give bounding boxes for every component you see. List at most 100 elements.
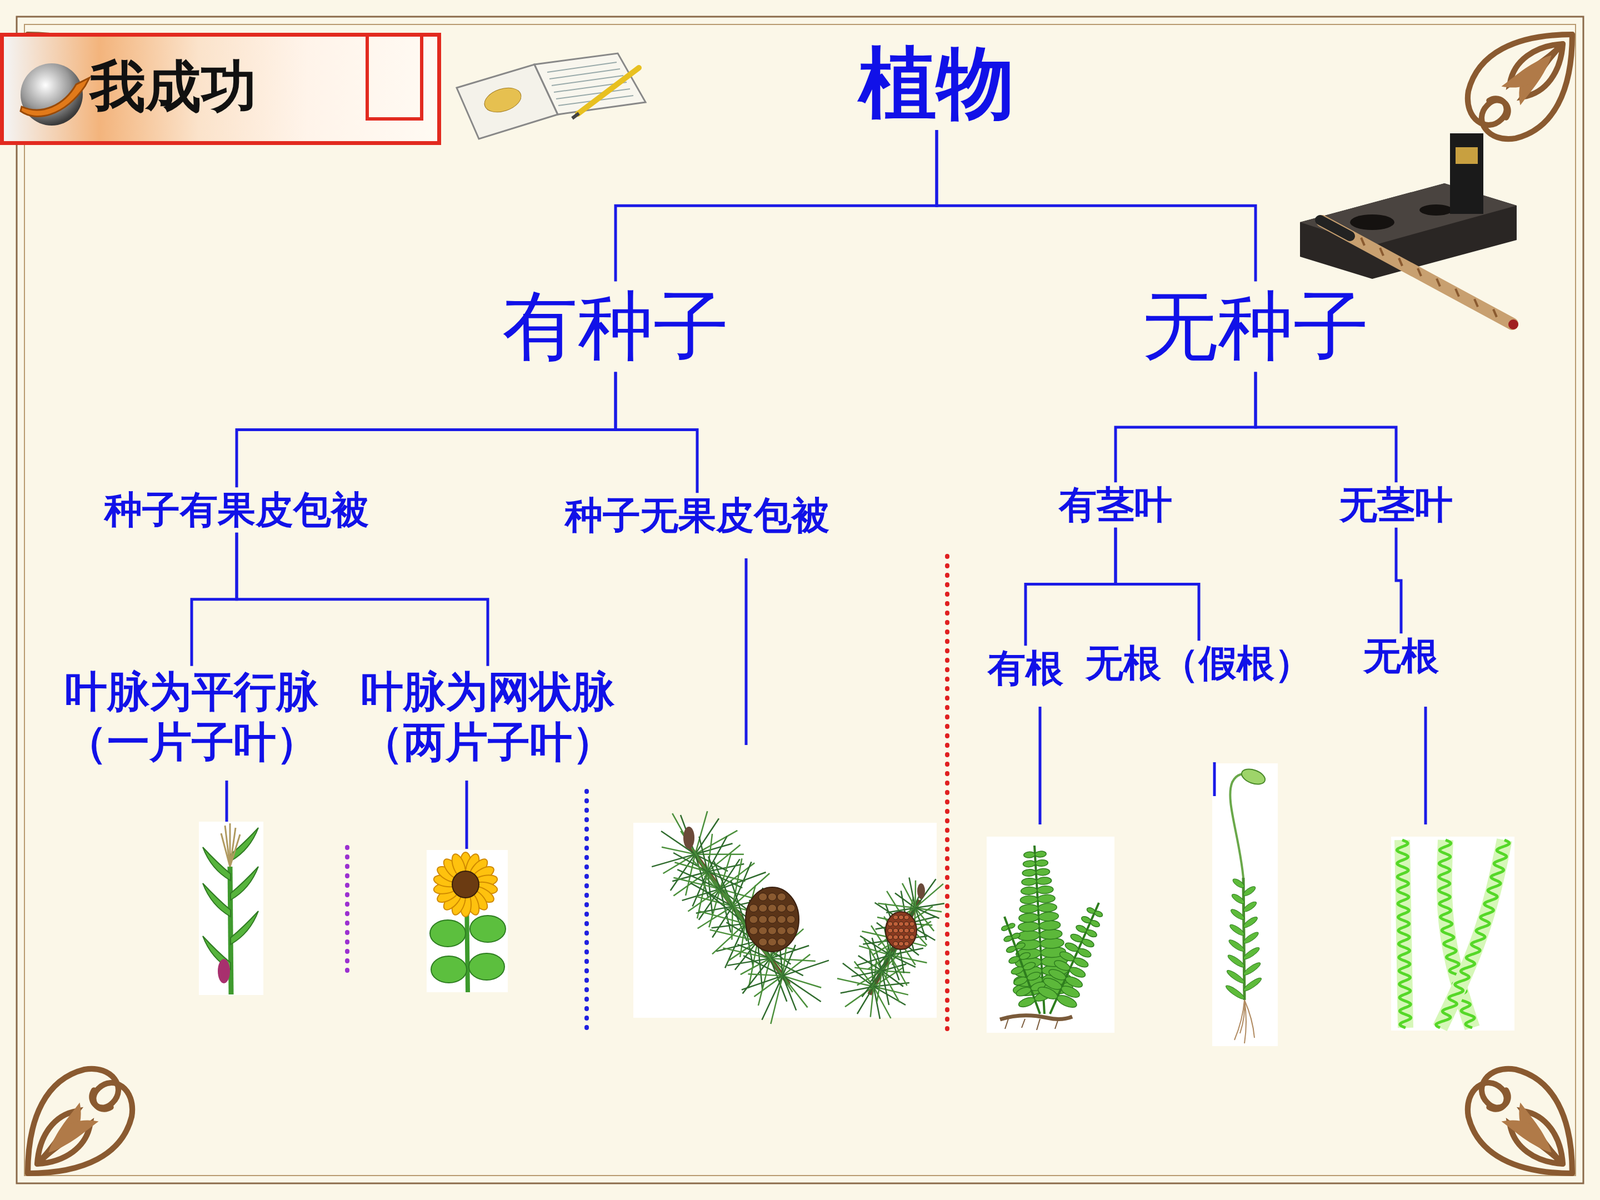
inkstone-top xyxy=(1300,183,1517,246)
fern-pinna xyxy=(1000,925,1009,932)
fern-pinna xyxy=(1015,941,1027,950)
moss-leaf xyxy=(1231,877,1246,890)
fern-pinna xyxy=(1058,950,1076,963)
fern-pinna xyxy=(1069,932,1084,944)
cone-scale xyxy=(767,938,777,947)
node-text: 无根 xyxy=(1363,633,1439,679)
fern-root xyxy=(1055,1018,1059,1029)
pine-needle xyxy=(915,907,927,940)
moss-rhizoid xyxy=(1234,1000,1245,1040)
moss-capsule xyxy=(1239,766,1268,788)
fern-pinna xyxy=(1015,985,1033,998)
moss-leaf xyxy=(1227,937,1246,953)
fern-pinna xyxy=(1021,877,1038,887)
tree-connector xyxy=(1115,372,1256,483)
ornament-leaf xyxy=(48,1120,99,1153)
cone-scale xyxy=(893,915,899,920)
fern-pinna xyxy=(1039,928,1063,940)
sunflower-picture xyxy=(430,852,506,993)
node-text: 叶脉为网状脉 （两片子叶） xyxy=(343,666,633,768)
brush-tip xyxy=(1320,220,1350,237)
pine-needle xyxy=(915,903,945,908)
cone-scale xyxy=(777,938,786,947)
corn-leaf xyxy=(230,911,259,945)
corn-leaf xyxy=(230,866,259,900)
cone-scale xyxy=(777,926,786,935)
tree-connector xyxy=(191,532,237,667)
cone-scale xyxy=(898,935,904,940)
corn-tassel xyxy=(221,833,230,867)
node-text: 植物 xyxy=(858,36,1015,130)
text-node: 有茎叶 xyxy=(1056,482,1175,528)
fern-pinna xyxy=(1010,965,1025,977)
pine-bud xyxy=(917,883,925,899)
pine-needle xyxy=(782,975,822,988)
pencil xyxy=(577,67,639,114)
node-text: 有根 xyxy=(987,645,1064,692)
dotted-separator xyxy=(945,556,950,1032)
pine-needle xyxy=(867,955,891,970)
cone-scale xyxy=(758,926,768,935)
pine-needle xyxy=(727,958,770,966)
pine-needle xyxy=(673,852,708,872)
pine-needle xyxy=(782,975,808,1008)
picture-ground xyxy=(633,822,937,1018)
leader-line xyxy=(745,558,748,745)
picture-ground xyxy=(426,850,508,993)
pine-needle xyxy=(892,939,899,965)
node-text: 有种子 xyxy=(502,281,729,372)
cone-scale xyxy=(758,904,768,913)
cone-scale xyxy=(893,921,899,927)
moss-rhizoid xyxy=(1240,1000,1245,1034)
corner-ornament xyxy=(1467,1068,1573,1174)
ornament-curl xyxy=(1481,34,1573,139)
moss-leaf xyxy=(1242,960,1262,977)
text-node: 无根 xyxy=(1361,633,1442,679)
brush-mark xyxy=(1436,278,1440,287)
moss-leaf xyxy=(1226,953,1247,969)
fern-pinna xyxy=(1020,886,1038,895)
text-node: 无根（假根） xyxy=(1083,640,1315,687)
moss-leaf xyxy=(1242,915,1259,929)
fern-pinna xyxy=(1022,868,1037,877)
cone-scale xyxy=(777,892,786,901)
brush-mark xyxy=(1398,258,1403,267)
fern-pinna xyxy=(1063,941,1080,953)
fern-pinna xyxy=(1080,915,1092,924)
text-node: 叶脉为网状脉 （两片子叶） xyxy=(341,666,635,768)
node-text: 种子无果皮包被 xyxy=(565,492,830,539)
node-text: 无种子 xyxy=(1142,281,1369,372)
fern-pinna xyxy=(1022,961,1037,972)
pine-needle xyxy=(672,871,708,882)
fern-pinna xyxy=(1012,975,1029,987)
node-text: 叶脉为平行脉 （一片子叶） xyxy=(47,666,337,768)
swoosh xyxy=(20,77,90,117)
fern-pinna xyxy=(1072,956,1090,969)
fern-pinna xyxy=(1022,860,1036,868)
dotted-separator xyxy=(345,847,350,975)
cone-scale xyxy=(893,941,899,947)
fern-pinna xyxy=(1038,920,1061,931)
brush-mark xyxy=(1493,309,1497,318)
leader-line xyxy=(1424,706,1428,825)
fern-pinna xyxy=(1018,951,1032,961)
corner-ornament xyxy=(27,1068,133,1174)
pine-needle xyxy=(782,954,811,977)
leader-line xyxy=(225,780,229,822)
cone-scale xyxy=(786,915,795,924)
fern-pinna xyxy=(1003,935,1013,943)
fern-pinna xyxy=(1086,906,1096,915)
cone-scale xyxy=(898,941,904,947)
dotted-separator xyxy=(584,791,589,1037)
pine-bud xyxy=(683,826,695,849)
ornament-curl xyxy=(1481,1068,1573,1174)
tree-connector xyxy=(615,372,698,494)
corn-tassel xyxy=(230,834,240,867)
picture-ground xyxy=(1391,836,1515,1031)
tree-connector xyxy=(615,130,937,282)
leader-line xyxy=(1038,706,1042,825)
picture-ground xyxy=(986,836,1115,1033)
tree-connector xyxy=(936,130,1256,282)
node-text: 有茎叶 xyxy=(1058,482,1173,528)
fern-root xyxy=(1005,1018,1009,1029)
